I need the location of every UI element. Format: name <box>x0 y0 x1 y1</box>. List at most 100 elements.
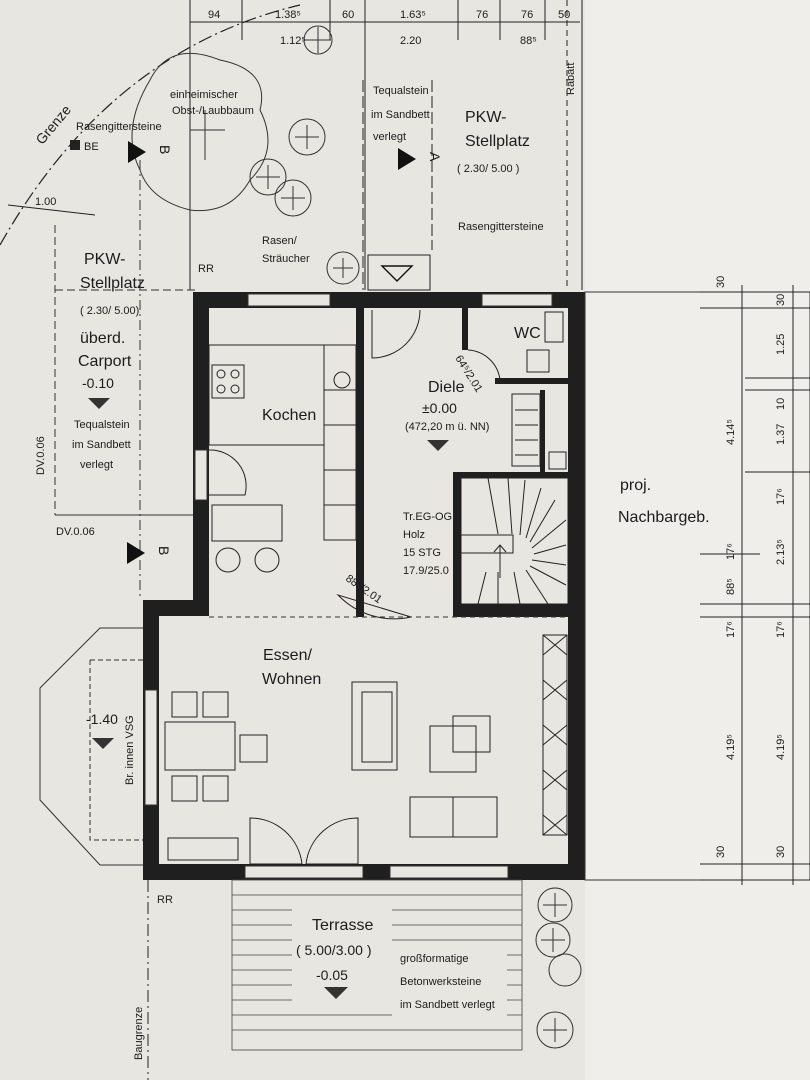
kitchen-fixtures <box>208 344 357 573</box>
dim-top-9: 88⁵ <box>520 35 537 47</box>
section-a-marker-icon <box>398 148 416 170</box>
baugrenze-label: Baugrenze <box>133 1007 145 1060</box>
br-innen: Br. innen VSG <box>124 715 136 785</box>
dim-top-1: 94 <box>208 9 220 21</box>
dim-r-inner-3: 17⁶ <box>725 543 737 560</box>
pkw-left-3: ( 2.30/ 5.00) <box>80 305 139 317</box>
dim-r-outer-6: 2.13⁵ <box>775 539 787 565</box>
dim-r-outer-9: 30 <box>775 846 787 858</box>
proj-1: proj. <box>620 477 651 494</box>
dim-r-outer-5: 17⁶ <box>775 488 787 505</box>
dim-top-5: 1.63⁵ <box>400 9 426 21</box>
tequalstein-top-2: im Sandbett <box>371 109 430 121</box>
stair-4: 17.9/25.0 <box>403 565 449 577</box>
diele-nn: (472,20 m ü. NN) <box>405 421 489 433</box>
section-marker-icon <box>128 141 146 163</box>
dim-top-8: 76 <box>521 9 533 21</box>
be-label: BE <box>84 141 99 153</box>
be-marker-icon <box>70 140 80 150</box>
dim-r-inner-7: 30 <box>715 846 727 858</box>
rasen-label-1: Rasen/ <box>262 235 298 247</box>
dim-top-3: 1.12⁵ <box>280 35 306 47</box>
dim-r-inner-4: 88⁵ <box>725 578 737 595</box>
dim-100: 1.00 <box>35 196 56 208</box>
dim-top-4: 60 <box>342 9 354 21</box>
property-boundary <box>0 4 301 246</box>
right-dimension-chains <box>700 285 810 885</box>
dim-top-7: 76 <box>476 9 488 21</box>
tequalstein-left-1: Tequalstein <box>74 419 130 431</box>
diele-level-icon <box>427 440 449 451</box>
rasengitter-top-label: Rasengittersteine <box>76 121 162 133</box>
tequalstein-top-3: verlegt <box>373 131 406 143</box>
diele-label: Diele <box>428 379 465 396</box>
dim-top-6: 2.20 <box>400 35 421 47</box>
staircase <box>460 477 569 605</box>
terrasse-size: ( 5.00/3.00 ) <box>296 942 372 958</box>
beton-1: großformatige <box>400 953 468 965</box>
rasen-label-2: Sträucher <box>262 253 310 265</box>
tequalstein-top-1: Tequalstein <box>373 85 429 97</box>
terrace-level-icon <box>92 738 114 749</box>
dim-r-outer-3: 10 <box>775 398 787 410</box>
obstbaum-label-1: einheimischer <box>170 89 238 101</box>
wohnen-label: Wohnen <box>262 671 321 688</box>
terrasse-label: Terrasse <box>312 917 373 934</box>
pkw-left-1: PKW- <box>84 251 125 268</box>
section-a-label: A <box>427 152 443 162</box>
pkw-right-1: PKW- <box>465 109 506 126</box>
stair-1: Tr.EG-OG <box>403 511 452 523</box>
dim-top-2: 1.38⁵ <box>275 9 301 21</box>
diele-level: ±0.00 <box>422 400 457 416</box>
carport-3: -0.10 <box>82 375 114 391</box>
dim-top-10: 50 <box>558 9 570 21</box>
essen-label: Essen/ <box>263 647 312 664</box>
living-furniture <box>164 634 568 865</box>
rr-bottom-label: RR <box>157 894 173 906</box>
dim-r-inner-1: 30 <box>715 276 727 288</box>
proj-2: Nachbargeb. <box>618 509 710 526</box>
terrace-level: -1.40 <box>86 711 118 727</box>
tequalstein-left-3: verlegt <box>80 459 113 471</box>
dim-r-outer-4: 1.37 <box>775 424 787 445</box>
top-dimension-chain <box>189 0 583 290</box>
garden-trees-top <box>131 25 360 285</box>
dim-r-outer-8: 4.19⁵ <box>775 734 787 760</box>
rabatt-label: Rabatt <box>565 63 577 95</box>
dv-vertical: DV.0.06 <box>35 436 47 475</box>
carport-1: überd. <box>80 330 125 347</box>
level-marker-icon <box>88 398 110 409</box>
rr-top-label: RR <box>198 263 214 275</box>
dim-r-outer-7: 17⁶ <box>775 621 787 638</box>
dim-r-inner-5: 17⁶ <box>725 621 737 638</box>
tequalstein-left-2: im Sandbett <box>72 439 131 451</box>
pkw-right-2: Stellplatz <box>465 133 530 150</box>
left-parking-outline <box>54 160 195 600</box>
beton-3: im Sandbett verlegt <box>400 999 495 1011</box>
side-terrace <box>39 627 143 866</box>
kochen-label: Kochen <box>262 407 316 424</box>
pkw-left-2: Stellplatz <box>80 275 145 292</box>
entrance-arrow-icon <box>380 265 414 282</box>
dim-r-inner-2: 4.14⁵ <box>725 419 737 445</box>
stair-3: 15 STG <box>403 547 441 559</box>
wc-label: WC <box>514 325 541 342</box>
dim-r-outer-1: 30 <box>775 294 787 306</box>
garden-trees-bottom <box>535 887 582 1049</box>
dim-r-inner-6: 4.19⁵ <box>725 734 737 760</box>
pkw-right-3: ( 2.30/ 5.00 ) <box>457 163 519 175</box>
obstbaum-label-2: Obst-/Laubbaum <box>172 105 254 117</box>
terrasse-level-icon <box>324 987 348 999</box>
beton-2: Betonwerksteine <box>400 976 481 988</box>
carport-2: Carport <box>78 353 132 370</box>
section-b-marker-icon <box>127 542 145 564</box>
dv-horizontal: DV.0.06 <box>56 526 95 538</box>
wc-fixtures <box>467 311 564 381</box>
section-b-bottom: B <box>156 546 172 555</box>
terrasse-level: -0.05 <box>316 967 348 983</box>
stair-2: Holz <box>403 529 425 541</box>
dim-r-outer-2: 1.25 <box>775 334 787 355</box>
rasengitter-right-label: Rasengittersteine <box>458 221 544 233</box>
section-b-top: B <box>157 145 173 154</box>
